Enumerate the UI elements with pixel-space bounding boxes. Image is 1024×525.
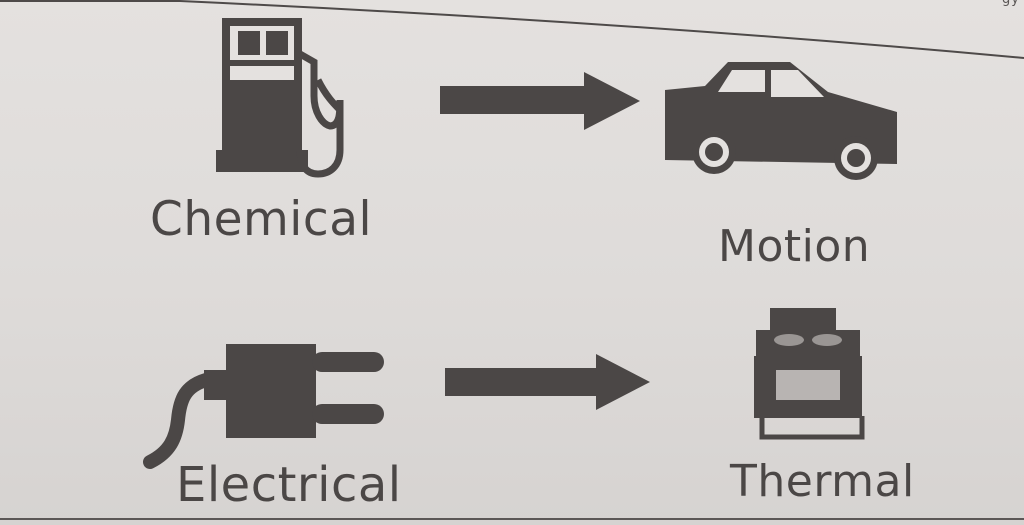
label-thermal: Thermal [730, 456, 915, 507]
car-icon [665, 62, 897, 180]
label-electrical: Electrical [176, 457, 402, 513]
cropped-header-text: gy [1002, 0, 1020, 7]
arrow-electrical-to-thermal [445, 354, 650, 410]
stove-icon [754, 308, 865, 440]
label-motion: Motion [718, 221, 871, 272]
fuel-pump-icon [216, 18, 344, 178]
label-chemical: Chemical [150, 192, 373, 247]
page-edge-line [0, 0, 1024, 59]
arrow-chemical-to-motion [440, 72, 640, 130]
electric-plug-icon [143, 344, 384, 469]
